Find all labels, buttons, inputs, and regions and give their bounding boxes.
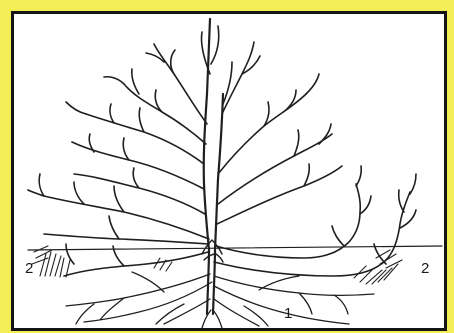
ground-line	[28, 246, 442, 250]
label-layer-shoot-right: 2	[421, 261, 429, 276]
right-layered-branch	[214, 166, 416, 276]
layer-roots	[32, 246, 402, 284]
root-system	[66, 272, 374, 328]
shrub-drawing	[14, 14, 444, 328]
label-layer-shoot-left: 2	[25, 261, 33, 276]
drawing-panel: 2 2 1	[11, 11, 447, 331]
label-mother-root: 1	[284, 306, 292, 321]
left-layered-branch	[28, 174, 209, 276]
